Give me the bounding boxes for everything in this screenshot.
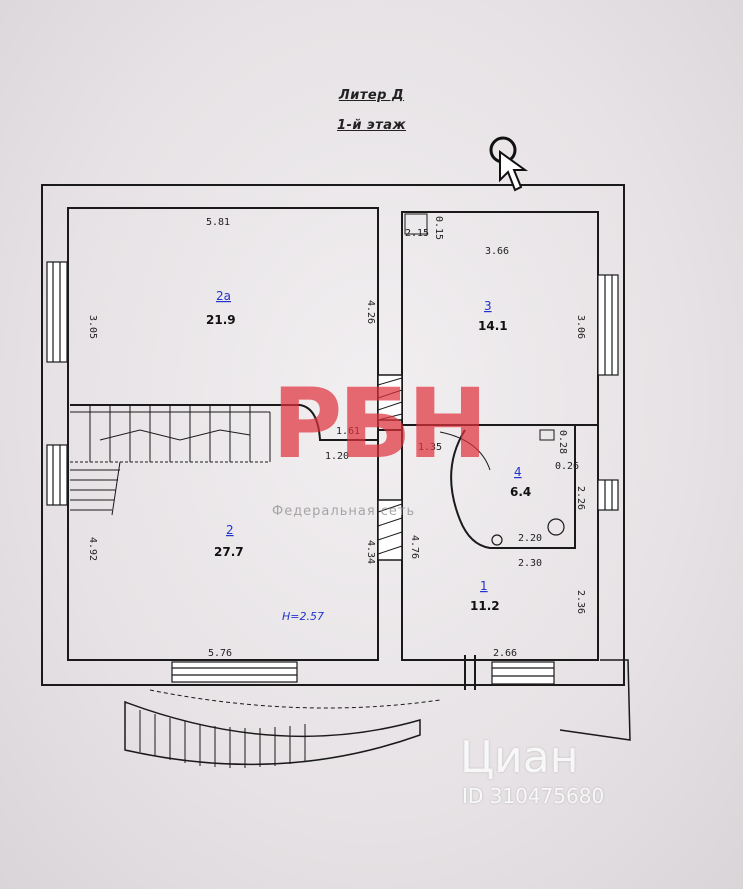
room-4-area: 6.4 xyxy=(510,485,531,499)
room-4-number: 4 xyxy=(514,465,522,479)
dim-r2-left: 4.92 xyxy=(87,537,98,561)
room-3-number: 3 xyxy=(484,299,492,313)
cian-id: ID 310475680 xyxy=(462,784,605,808)
dim-r2a-right: 4.26 xyxy=(365,300,376,324)
windows xyxy=(46,261,619,685)
ceiling-height: H=2.57 xyxy=(282,610,324,623)
dim-r1-left: 4.76 xyxy=(409,535,420,559)
room-1-area: 11.2 xyxy=(470,599,500,613)
room-2a-number: 2а xyxy=(216,289,231,303)
pointer-cursor-icon xyxy=(489,136,529,192)
dim-r3-right: 3.06 xyxy=(575,315,586,339)
dim-r2-right: 4.34 xyxy=(365,540,376,564)
dim-r2a-top: 5.81 xyxy=(206,217,230,228)
dim-door-b: 1.20 xyxy=(325,451,349,462)
dim-r4-c: 2.26 xyxy=(575,486,586,510)
dim-door-c: 1.35 xyxy=(418,442,442,453)
dim-r1-bottom: 2.66 xyxy=(493,648,517,659)
dim-r3-corner-a: 2.15 xyxy=(405,228,429,239)
dim-r3-top: 3.66 xyxy=(485,246,509,257)
outer-wall xyxy=(41,184,625,686)
dim-r4-d: 2.20 xyxy=(518,533,542,544)
room-2a-area: 21.9 xyxy=(206,313,236,327)
room-2-area: 27.7 xyxy=(214,545,244,559)
cian-logo: Циан xyxy=(460,732,579,783)
dim-r1-right: 2.36 xyxy=(575,590,586,614)
dim-r3-corner-b: 0.15 xyxy=(433,216,444,240)
dim-r2-bottom: 5.76 xyxy=(208,648,232,659)
dim-r4-a: 0.28 xyxy=(557,430,568,454)
floor-title: 1-й этаж xyxy=(336,118,407,133)
room-1-number: 1 xyxy=(480,579,488,593)
room-3-area: 14.1 xyxy=(478,319,508,333)
building-title: Литер Д xyxy=(338,88,405,103)
right-room-block xyxy=(401,211,599,661)
left-room-block xyxy=(67,207,379,661)
dim-door-a: 1.61 xyxy=(336,426,360,437)
staircase xyxy=(70,405,271,516)
room-2-number: 2 xyxy=(226,523,234,537)
dim-r2a-left: 3.05 xyxy=(87,315,98,339)
rbn-subtitle: Федеральная сеть xyxy=(272,504,416,519)
rbn-logo: РБН xyxy=(272,368,488,480)
dim-r1-top: 2.30 xyxy=(518,558,542,569)
dim-r4-b: 0.26 xyxy=(555,461,579,472)
